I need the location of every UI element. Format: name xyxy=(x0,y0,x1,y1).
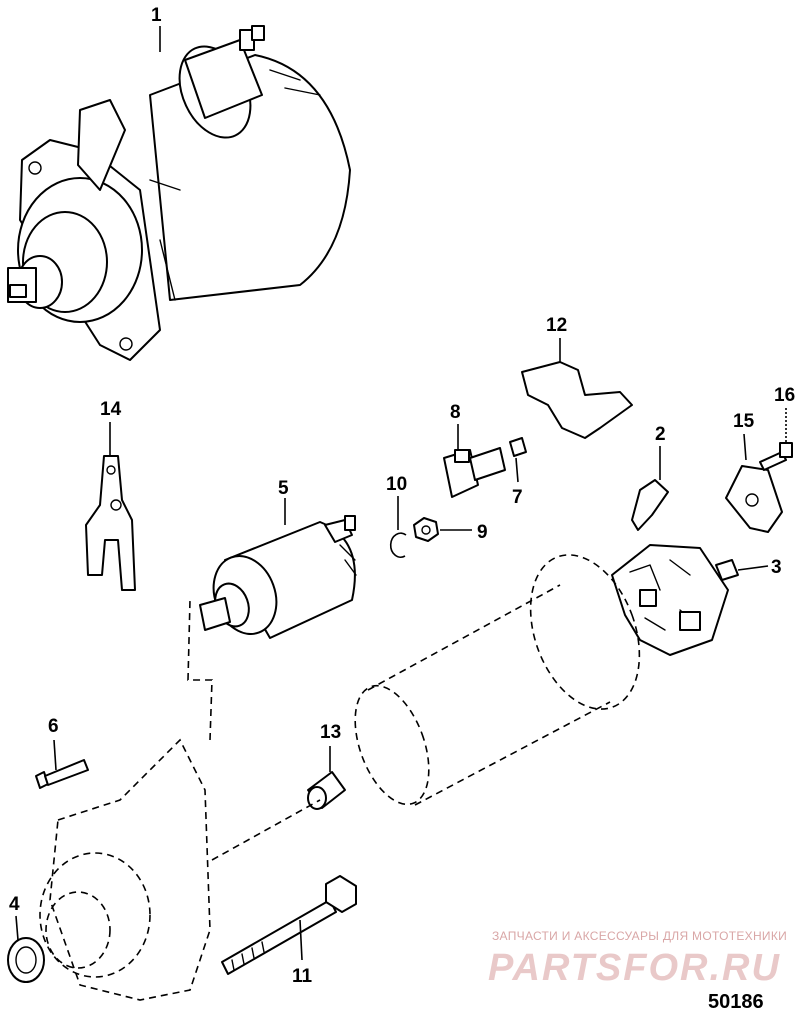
callout-6: 6 xyxy=(48,716,59,737)
housing-screw-part xyxy=(35,759,89,789)
callout-7: 7 xyxy=(512,487,523,508)
callout-14: 14 xyxy=(100,399,122,420)
callout-3: 3 xyxy=(771,557,782,578)
field-frame-housing-part xyxy=(354,554,641,806)
drive-end-housing-part xyxy=(39,599,321,1001)
callout-10: 10 xyxy=(386,474,407,495)
callout-2: 2 xyxy=(655,424,666,445)
callout-4: 4 xyxy=(9,894,20,915)
callout-12: 12 xyxy=(546,315,567,336)
brush-holder-part xyxy=(611,479,729,656)
cap-screw-part xyxy=(759,442,793,471)
leader-lines xyxy=(15,26,787,961)
pinion-sleeve-part xyxy=(7,937,45,983)
callout-15: 15 xyxy=(733,411,755,432)
callout-16: 16 xyxy=(774,385,795,406)
callout-9: 9 xyxy=(477,522,488,543)
watermark-tagline: ЗАПЧАСТИ И АКСЕССУАРЫ ДЛЯ МОТОТЕХНИКИ xyxy=(492,929,787,943)
callout-13: 13 xyxy=(320,722,341,743)
rubber-boot-part xyxy=(521,361,633,439)
end-cap-part xyxy=(725,465,783,533)
end-bushing-part xyxy=(715,559,739,581)
callout-5: 5 xyxy=(278,478,289,499)
callout-1: 1 xyxy=(151,5,162,26)
armature-bushing-part xyxy=(307,771,346,810)
figure-number: 50186 xyxy=(708,991,764,1013)
solenoid-part xyxy=(199,515,357,639)
starter-assembly-part xyxy=(7,25,351,361)
shift-fork-part xyxy=(85,455,136,591)
small-bushing-part xyxy=(509,437,527,457)
retaining-ring-part xyxy=(389,532,407,558)
watermark-brand: PARTSFOR.RU xyxy=(488,947,781,989)
callout-8: 8 xyxy=(450,402,461,423)
callout-11: 11 xyxy=(292,966,313,987)
terminal-connector-part xyxy=(443,447,506,498)
through-bolt-part xyxy=(221,875,357,975)
hex-nut-part xyxy=(413,517,439,542)
